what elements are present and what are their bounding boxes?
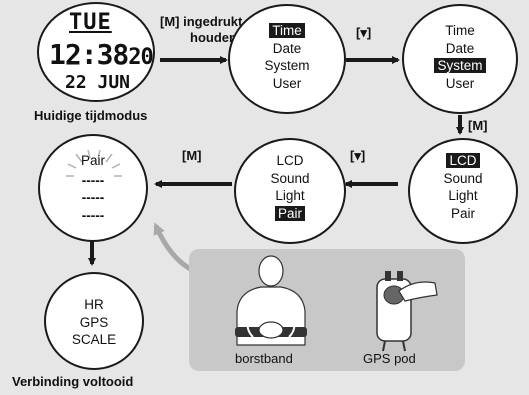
watch-time: 12:3820 (49, 38, 154, 71)
menu2-item-time: Time (445, 23, 475, 38)
arrow-panel-to-pair (153, 222, 194, 273)
menu3-item-pair: Pair (450, 205, 475, 221)
menu-circle-3: LCD Sound Light Pair (408, 138, 518, 244)
menu3-item-lcd: LCD (446, 153, 480, 168)
step1-label-line2: houden (190, 30, 237, 45)
menu-circle-1: Time Date System User (228, 4, 346, 114)
menu4-item-pair: Pair (274, 205, 305, 221)
menu-circle-2: Time Date System User (402, 4, 518, 114)
devices-illustration (235, 255, 438, 352)
menu2-item-date: Date (445, 40, 475, 56)
watch-time-seconds: 20 (128, 45, 153, 70)
step1-label-line1: [M] ingedrukt (160, 14, 243, 29)
pair-row-3: ----- (81, 207, 105, 223)
step2-label: [▾] (356, 25, 372, 40)
result-line-scale: SCALE (71, 332, 117, 347)
menu1-item-time: Time (269, 23, 305, 38)
device-panel: borstband GPS pod (189, 249, 465, 371)
watch-date: 22 JUN (65, 72, 131, 93)
pair-title: Pair (80, 153, 105, 168)
watch-face: TUE 12:3820 22 JUN (37, 2, 155, 102)
result-circle: HR GPS SCALE (44, 272, 144, 370)
pair-row-2: ----- (81, 190, 105, 205)
result-line-gps: GPS (79, 314, 109, 330)
menu3-item-sound: Sound (443, 170, 483, 186)
menu4-item-light: Light (275, 188, 305, 203)
step4-label: [▾] (350, 148, 366, 163)
menu-circle-4: LCD Sound Light Pair (234, 138, 346, 244)
chest-strap-icon (235, 318, 307, 339)
pair-row-1: ----- (81, 172, 105, 188)
watch-time-main: 12:38 (49, 38, 129, 71)
menu2-item-user: User (445, 75, 475, 91)
menu1-item-system: System (264, 58, 310, 73)
menu3-item-light: Light (448, 188, 478, 203)
menu4-item-lcd: LCD (276, 153, 304, 168)
panel-label-gps-pod: GPS pod (363, 351, 416, 366)
watch-day: TUE (69, 10, 112, 35)
panel-label-borstband: borstband (235, 351, 293, 366)
pair-circle: Pair ----- ----- ----- (38, 134, 148, 242)
menu1-item-user: User (272, 75, 302, 91)
menu4-item-sound: Sound (270, 170, 310, 186)
menu1-item-date: Date (272, 40, 302, 56)
pairing-rays-icon (66, 149, 122, 177)
result-caption: Verbinding voltooid (12, 374, 134, 389)
step5-label: [M] (182, 148, 202, 163)
gps-pod-icon (376, 271, 438, 352)
menu2-item-system: System (434, 58, 486, 73)
watch-caption: Huidige tijdmodus (34, 108, 148, 123)
step3-label: [M] (468, 118, 488, 133)
result-line-hr: HR (84, 297, 104, 312)
